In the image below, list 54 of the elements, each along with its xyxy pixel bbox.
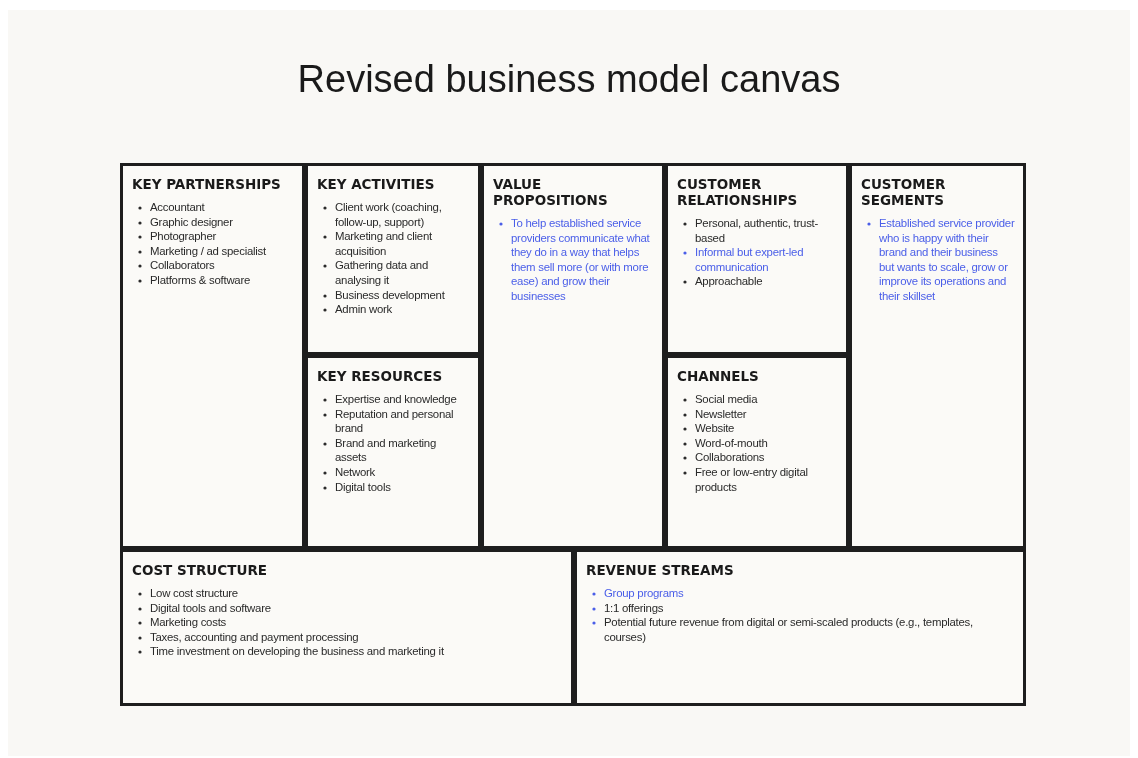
list-item: Approachable (695, 274, 763, 289)
list-item: Accountant (150, 200, 205, 215)
canvas-section (305, 163, 481, 355)
list-item: Website (695, 421, 735, 436)
list-item: Established service provider who is happy with their brand and their business but wants to scale, grow or improve its operations and their skillset (879, 216, 1015, 304)
list-item: Word-of-mouth (695, 435, 768, 451)
list-item: Marketing / ad specialist (150, 243, 266, 259)
list-item: Collaborations (695, 450, 765, 465)
list-item: Potential future revenue from digital or semi-scaled products (e.g., templates, courses) (604, 615, 974, 645)
list-item: Digital tools (335, 479, 391, 495)
list-item: Collaborators (150, 258, 215, 273)
list-item: Photographer (150, 229, 217, 244)
list-item: 1:1 offerings (604, 600, 664, 616)
list-item: Client work (coaching, follow-up, support) (335, 200, 443, 230)
list-item: Low cost structure (150, 586, 238, 601)
section-heading: VALUE PROPOSITIONS (493, 176, 609, 208)
list-item: Free or low-entry digital products (695, 464, 809, 495)
canvas-section (574, 549, 1026, 706)
section-heading: KEY ACTIVITIES (317, 176, 435, 192)
list-item: Graphic designer (150, 214, 233, 230)
canvas-section (481, 163, 665, 549)
list-item: Marketing and client acquisition (335, 229, 433, 259)
list-item: Time investment on developing the business and marketing it (150, 644, 444, 659)
list-item: Reputation and personal brand (335, 406, 455, 436)
list-item: Admin work (335, 302, 392, 317)
section-heading: COST STRUCTURE (132, 562, 267, 578)
list-item: Brand and marketing assets (335, 435, 437, 465)
canvas-section (849, 163, 1026, 549)
list-item: To help established service providers communicate what they do in a way that helps them sell more (or with more ease) and grow their businesses (511, 216, 651, 304)
canvas-section (305, 355, 481, 549)
list-item: Newsletter (695, 406, 747, 422)
list-item: Personal, authentic, trust-based (695, 216, 820, 246)
section-heading: KEY RESOURCES (317, 368, 443, 384)
list-item: Network (335, 464, 376, 480)
list-item: Expertise and knowledge (335, 392, 457, 407)
list-item: Informal but expert-led communication (695, 245, 805, 275)
list-item: Group programs (604, 586, 684, 601)
list-item: Digital tools and software (150, 600, 271, 616)
list-item: Gathering data and analysing it (335, 258, 430, 288)
section-heading: KEY PARTNERSHIPS (132, 176, 281, 192)
section-heading: CUSTOMER RELATIONSHIPS (677, 176, 799, 208)
list-item: Taxes, accounting and payment processing (150, 629, 359, 645)
section-heading: CHANNELS (677, 368, 759, 384)
canvas-section (665, 163, 849, 355)
list-item: Marketing costs (150, 615, 226, 630)
list-item: Social media (695, 392, 758, 407)
canvas-section (120, 549, 574, 706)
section-heading: REVENUE STREAMS (586, 562, 734, 578)
list-item: Business development (335, 287, 445, 303)
canvas-section (665, 355, 849, 549)
page-title: Revised business model canvas (297, 58, 841, 101)
canvas-section (120, 163, 305, 549)
list-item: Platforms & software (150, 272, 251, 288)
section-heading: CUSTOMER SEGMENTS (861, 176, 947, 208)
